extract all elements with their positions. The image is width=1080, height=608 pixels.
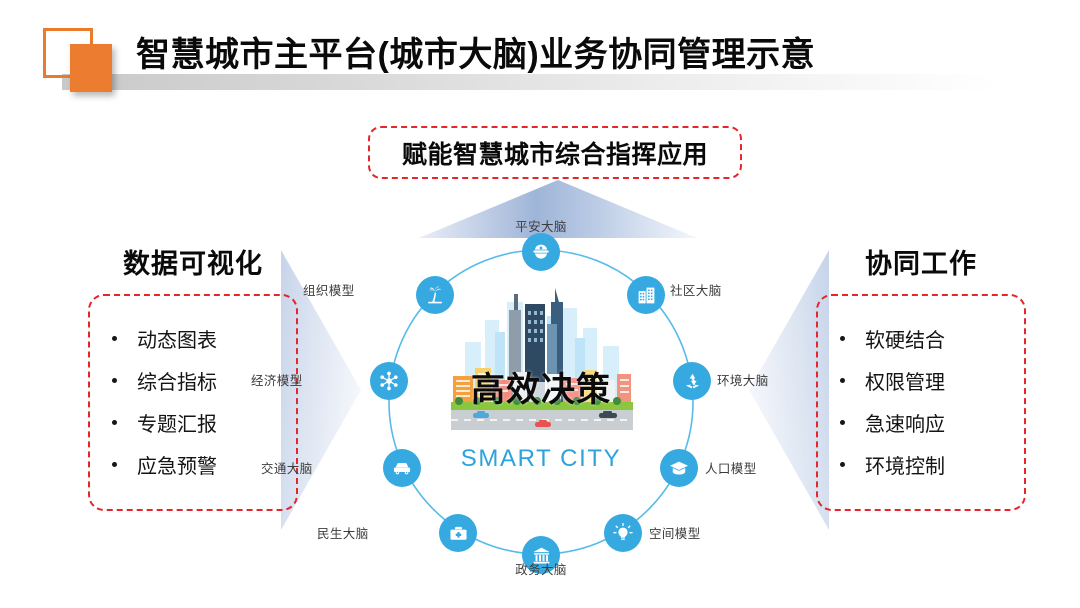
list-item: 专题汇报 xyxy=(90,408,296,437)
ring-node-label-environment: 环境大脑 xyxy=(717,374,769,388)
park-tree-icon xyxy=(428,286,442,304)
list-item-label: 综合指标 xyxy=(137,372,217,394)
police-cap-icon xyxy=(533,244,549,259)
list-item: 应急预警 xyxy=(90,450,296,479)
list-item: 权限管理 xyxy=(818,366,1024,395)
arrow-left-pointing-icon xyxy=(749,250,829,530)
lightbulb-icon xyxy=(613,522,633,540)
center-heading: 高效决策 xyxy=(471,371,611,409)
ring-node-label-organization: 组织模型 xyxy=(303,284,355,298)
car-icon xyxy=(393,462,411,475)
government-bank-icon xyxy=(532,547,550,564)
list-item: 急速响应 xyxy=(818,408,1024,437)
top-callout-box: 赋能智慧城市综合指挥应用 xyxy=(368,126,742,179)
arrow-up-icon xyxy=(419,180,697,238)
buildings-icon xyxy=(638,287,654,303)
list-item: 综合指标 xyxy=(90,366,296,395)
center-subheading: SMART CITY xyxy=(460,445,622,472)
ring-node-label-government: 政务大脑 xyxy=(515,563,567,577)
ring-node-label-public-safety: 平安大脑 xyxy=(515,220,567,234)
ring-node-label-transport: 交通大脑 xyxy=(261,462,313,476)
left-panel-box: 动态图表 综合指标 专题汇报 应急预警 xyxy=(88,294,298,511)
right-panel-title: 协同工作 xyxy=(865,249,977,279)
bullet-icon xyxy=(112,462,117,467)
graduation-cap-icon xyxy=(670,461,688,475)
right-panel-box: 软硬结合 权限管理 急速响应 环境控制 xyxy=(816,294,1026,511)
list-item-label: 应急预警 xyxy=(137,456,217,478)
bullet-icon xyxy=(112,336,117,341)
smart-city-ring-diagram: 高效决策 SMART CITY 平安大脑 xyxy=(251,220,768,577)
top-callout-label: 赋能智慧城市综合指挥应用 xyxy=(401,140,708,169)
ring-node-label-population: 人口模型 xyxy=(705,462,757,476)
list-item-label: 动态图表 xyxy=(137,330,217,352)
right-panel: 协同工作 软硬结合 权限管理 急速响应 环境控制 xyxy=(816,242,1026,511)
left-panel-title: 数据可视化 xyxy=(123,249,263,279)
list-item-label: 软硬结合 xyxy=(865,330,945,352)
bullet-icon xyxy=(112,378,117,383)
list-item: 环境控制 xyxy=(818,450,1024,479)
ring-node-livelihood[interactable] xyxy=(439,514,477,552)
ring-node-government[interactable] xyxy=(522,536,560,574)
bullet-icon xyxy=(112,420,117,425)
network-nodes-icon xyxy=(380,371,398,391)
list-item: 软硬结合 xyxy=(818,324,1024,353)
ring-node-population[interactable] xyxy=(660,449,698,487)
ring-node-community[interactable] xyxy=(627,276,665,314)
page-title: 智慧城市主平台(城市大脑)业务协同管理示意 xyxy=(136,36,816,74)
bullet-icon xyxy=(840,378,845,383)
bullet-icon xyxy=(840,420,845,425)
list-item-label: 急速响应 xyxy=(865,414,945,436)
ring-node-label-space: 空间模型 xyxy=(649,527,701,541)
ring-node-public-safety[interactable] xyxy=(522,233,560,271)
title-underbar xyxy=(62,74,997,90)
ring-node-economy[interactable] xyxy=(370,362,408,400)
list-item: 动态图表 xyxy=(90,324,296,353)
list-item-label: 专题汇报 xyxy=(137,414,217,436)
logo-square-filled-icon xyxy=(70,44,112,92)
medical-kit-icon xyxy=(449,526,467,540)
ring-node-label-livelihood: 民生大脑 xyxy=(317,527,369,541)
ring-node-organization[interactable] xyxy=(416,276,454,314)
smart-city-skyline-illustration xyxy=(451,288,633,430)
list-item-label: 权限管理 xyxy=(865,372,945,394)
bullet-icon xyxy=(840,336,845,341)
arrow-right-pointing-icon xyxy=(281,250,361,530)
ring-node-environment[interactable] xyxy=(673,362,711,400)
recycle-icon xyxy=(685,373,699,388)
ring-node-space[interactable] xyxy=(604,514,642,552)
ring-node-label-community: 社区大脑 xyxy=(670,284,722,298)
bullet-icon xyxy=(840,462,845,467)
ring-node-label-economy: 经济模型 xyxy=(251,374,303,388)
left-panel: 数据可视化 动态图表 综合指标 专题汇报 应急预警 xyxy=(88,242,298,511)
ring-node-transport[interactable] xyxy=(383,449,421,487)
list-item-label: 环境控制 xyxy=(865,456,945,478)
